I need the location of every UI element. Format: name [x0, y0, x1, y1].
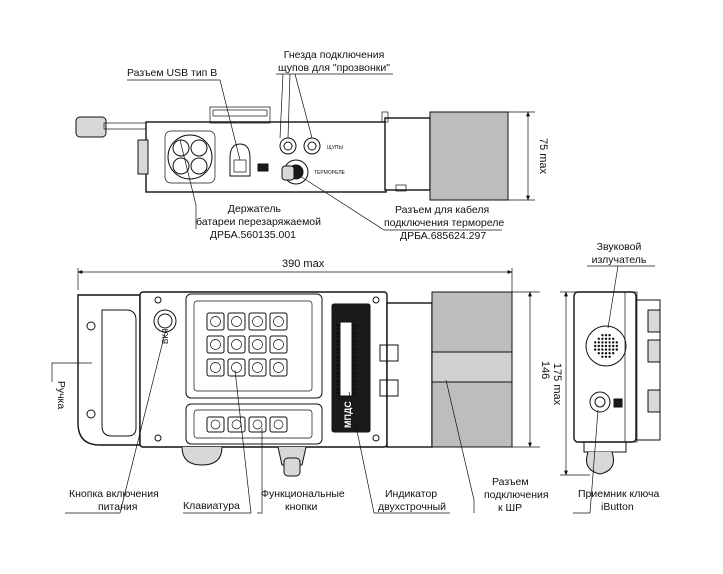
keypad [206, 312, 288, 377]
dim-height-front: 146 [539, 361, 551, 379]
battery-holder-icon [164, 130, 216, 184]
function-buttons-panel [185, 403, 323, 445]
keypad-key[interactable] [206, 335, 225, 354]
label-indicator-1: Индикатор [385, 488, 437, 500]
keypad-key[interactable] [269, 312, 288, 331]
label-probe-sockets-1: Гнезда подключения [284, 49, 385, 61]
label-shr-connector-2: подключения [484, 489, 549, 501]
keypad-key[interactable] [248, 335, 267, 354]
handle [77, 294, 141, 446]
mark-termorele: ТЕРМОРЕЛЕ [314, 170, 346, 176]
function-buttons [206, 416, 288, 433]
label-indicator-2: двухстрочный [378, 501, 446, 513]
top-view: ЩУПЫ ТЕРМОРЕЛЕ 75 max [75, 106, 549, 201]
keypad-key[interactable] [206, 312, 225, 331]
label-usb: Разъем USB тип В [127, 67, 217, 79]
buzzer-icon [585, 325, 627, 367]
label-power-button-1: Кнопка включения [69, 488, 159, 500]
mark-shchupy: ЩУПЫ [327, 145, 343, 151]
label-thermo-3: ДРБА.685624.297 [400, 230, 486, 242]
side-view: 175 max [551, 291, 661, 476]
mark-vkl: ВКЛ [161, 329, 170, 344]
keypad-key[interactable] [227, 335, 246, 354]
label-buzzer-1: Звуковой [597, 241, 642, 253]
label-battery-2: батареи перезаряжаемой [196, 216, 321, 228]
label-function-buttons-1: Функциональные [261, 488, 345, 500]
label-battery-1: Держатель [228, 203, 282, 215]
keypad-panel [185, 293, 323, 399]
display-pins [336, 324, 356, 395]
label-battery-3: ДРБА.560135.001 [210, 229, 296, 241]
label-thermo-2: подключения термореле [384, 217, 504, 229]
label-probe-sockets-2: щупов для "прозвонки" [278, 62, 390, 74]
keypad-key[interactable] [269, 358, 288, 377]
keypad-key[interactable] [227, 358, 246, 377]
label-shr-connector-1: Разъем [492, 476, 529, 488]
top-body [145, 121, 387, 193]
ibutton-reader-icon [589, 391, 611, 413]
keypad-key[interactable] [248, 312, 267, 331]
thermo-connector-icon [281, 159, 309, 185]
label-ibutton-2: iButton [601, 501, 634, 513]
label-buzzer-2: излучатель [592, 254, 647, 266]
antenna-stub [75, 116, 107, 138]
label-ibutton-1: Приемник ключа [578, 488, 659, 500]
label-power-button-2: питания [98, 501, 137, 513]
function-key[interactable] [248, 416, 267, 433]
display-brand: МПДС [343, 401, 353, 428]
function-key[interactable] [206, 416, 225, 433]
keypad-key[interactable] [206, 358, 225, 377]
label-function-buttons-2: кнопки [285, 501, 318, 513]
dim-height-top: 75 max [537, 138, 549, 175]
dim-depth-side: 175 max [551, 363, 563, 406]
dim-width: 390 max [282, 258, 325, 270]
keypad-key[interactable] [227, 312, 246, 331]
label-handle: Ручка [55, 381, 67, 410]
buzzer-grille [594, 334, 618, 358]
function-key[interactable] [269, 416, 288, 433]
side-body [573, 291, 637, 443]
keypad-key[interactable] [248, 358, 267, 377]
label-thermo-1: Разъем для кабеля [395, 204, 489, 216]
label-shr-connector-3: к ШР [498, 502, 522, 514]
label-keypad: Клавиатура [183, 500, 240, 512]
keypad-key[interactable] [269, 335, 288, 354]
front-view: 390 max ВКЛ МПДС [77, 258, 551, 477]
